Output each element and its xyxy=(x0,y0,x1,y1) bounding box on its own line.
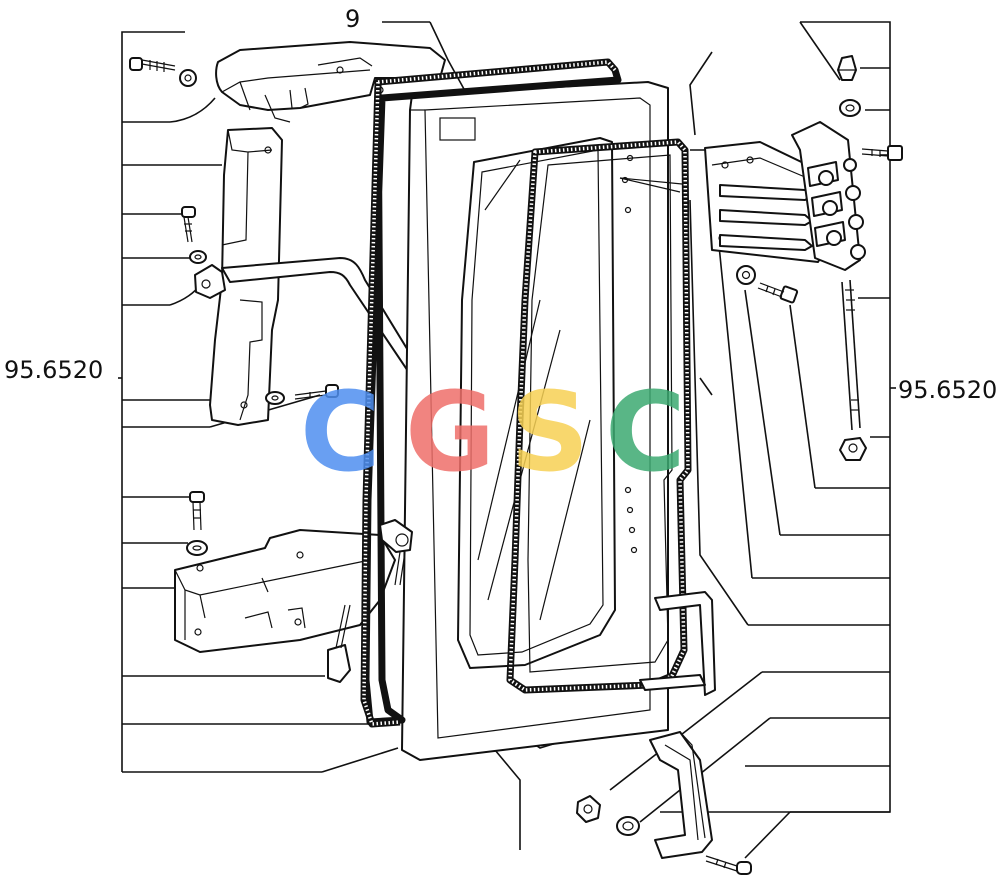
nut-bottom-right-1 xyxy=(576,795,601,823)
watermark-letter-s: S xyxy=(510,368,589,496)
bolt-top-right xyxy=(861,145,903,161)
screw-top-left xyxy=(129,57,176,72)
grease-nipple-top-right xyxy=(837,55,857,81)
bottom-right-bracket xyxy=(649,731,713,859)
bottom-pin-bolt xyxy=(327,604,351,683)
nut-top-right xyxy=(839,99,861,117)
door-guide-rail xyxy=(639,591,716,696)
screw-left-mid xyxy=(181,206,196,243)
bolt-right-mid xyxy=(757,282,799,304)
nut-right-mid xyxy=(736,265,756,285)
washer-left-low xyxy=(265,391,285,405)
watermark-letter-g: G xyxy=(405,368,495,496)
glass-pane xyxy=(457,137,616,669)
screw-left-low xyxy=(294,384,339,400)
nut-hinge-pin xyxy=(839,437,867,461)
label-reference-right: 95.6520 xyxy=(898,376,997,404)
nut-bottom-right-2 xyxy=(616,816,640,836)
watermark-letter-c2: C xyxy=(605,368,686,496)
right-hinge-leaf xyxy=(791,121,866,271)
screw-bottom-left xyxy=(189,491,205,531)
top-hinge-housing xyxy=(215,41,446,123)
window-inner-frame xyxy=(527,154,683,673)
cgsc-watermark: C G S C xyxy=(300,368,686,496)
washer-bottom-left xyxy=(186,540,208,556)
label-part-9: 9 xyxy=(345,5,360,33)
label-reference-left: 95.6520 xyxy=(4,356,103,384)
screw-bottom-right xyxy=(705,855,752,875)
watermark-letter-c1: C xyxy=(300,368,381,496)
hinge-pin xyxy=(841,279,861,431)
door-fixing-left xyxy=(379,519,413,586)
bottom-hinge-housing xyxy=(174,529,396,653)
nut-top-left xyxy=(179,69,197,87)
right-hinge-plate xyxy=(704,141,826,263)
washer-left-mid xyxy=(189,250,207,264)
door-outer-seal xyxy=(360,58,622,728)
